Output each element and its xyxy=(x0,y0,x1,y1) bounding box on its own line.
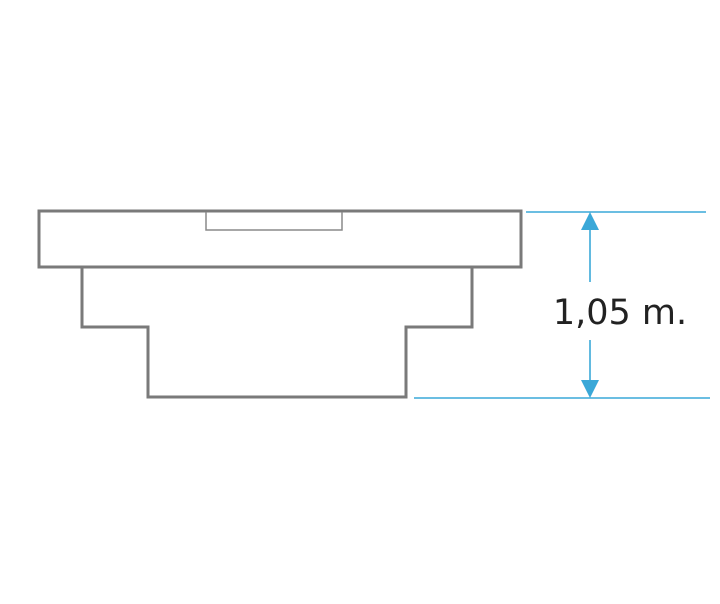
arrow-down-icon xyxy=(581,380,599,398)
skimmer-recess xyxy=(205,212,343,231)
dimension-label: 1,05 m. xyxy=(553,293,687,333)
arrow-up-icon xyxy=(581,212,599,230)
coping-slab xyxy=(37,209,523,269)
stepped-pool-body xyxy=(80,267,474,399)
